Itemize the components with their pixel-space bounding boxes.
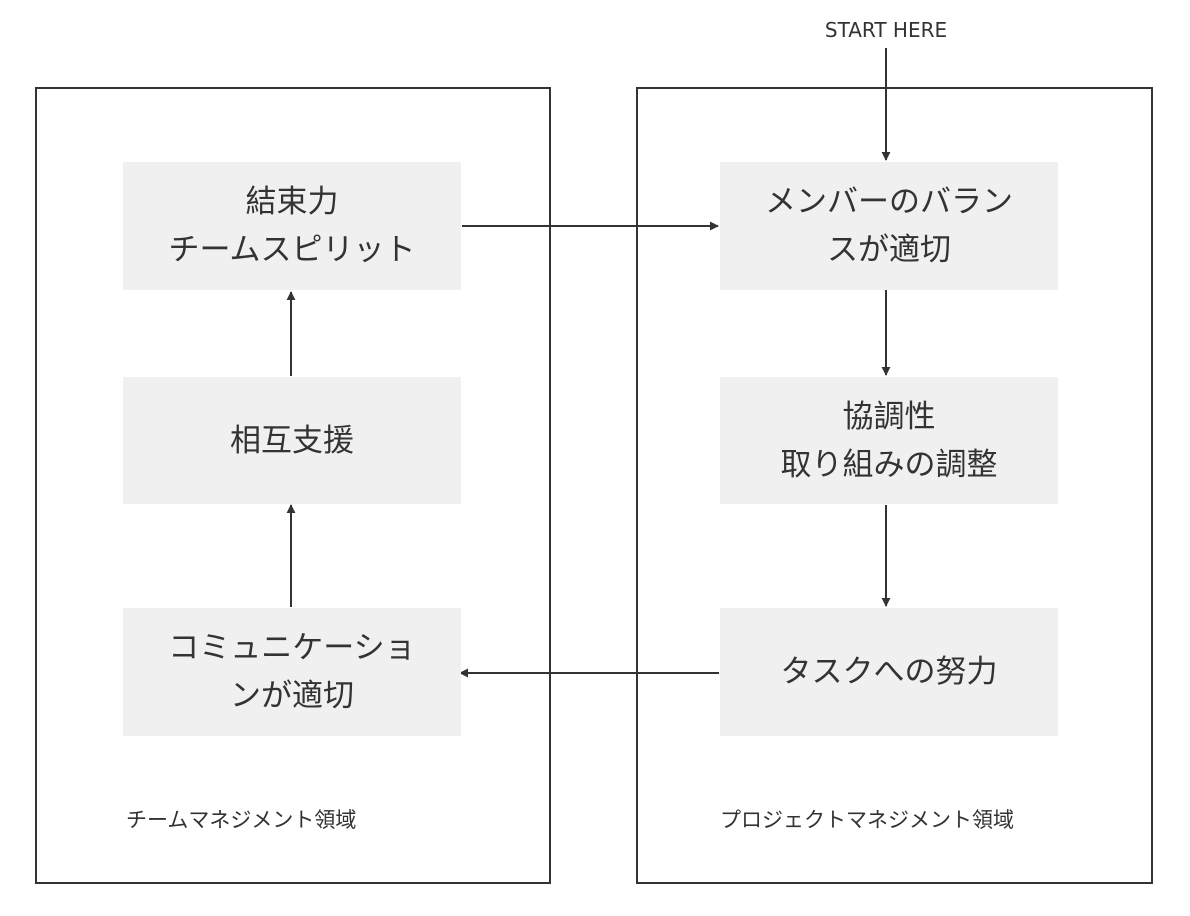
coordination-node-text: 協調性 取り組みの調整	[780, 398, 998, 483]
task-effort-node: タスクへの努力	[720, 608, 1058, 736]
communication-node: コミュニケーショ ンが適切	[123, 608, 461, 736]
communication-node-text: コミュニケーショ ンが適切	[168, 630, 416, 714]
member-balance-node-text: メンバーのバラン スが適切	[765, 184, 1013, 268]
mutual-support-node-text: 相互支援	[230, 422, 354, 459]
start-here-label: START HERE	[824, 18, 948, 42]
project-management-region-label: プロジェクトマネジメント領域	[720, 808, 1014, 832]
member-balance-node: メンバーのバラン スが適切	[720, 162, 1058, 290]
mutual-support-node: 相互支援	[123, 377, 461, 504]
cohesion-node-text: 結束力 チームスピリット	[168, 184, 416, 268]
task-effort-node-text: タスクへの努力	[780, 654, 998, 690]
team-management-region-label: チームマネジメント領域	[126, 808, 357, 832]
project-management-region	[636, 87, 1153, 884]
coordination-node: 協調性 取り組みの調整	[720, 377, 1058, 504]
cohesion-node: 結束力 チームスピリット	[123, 162, 461, 290]
team-management-region	[35, 87, 551, 884]
